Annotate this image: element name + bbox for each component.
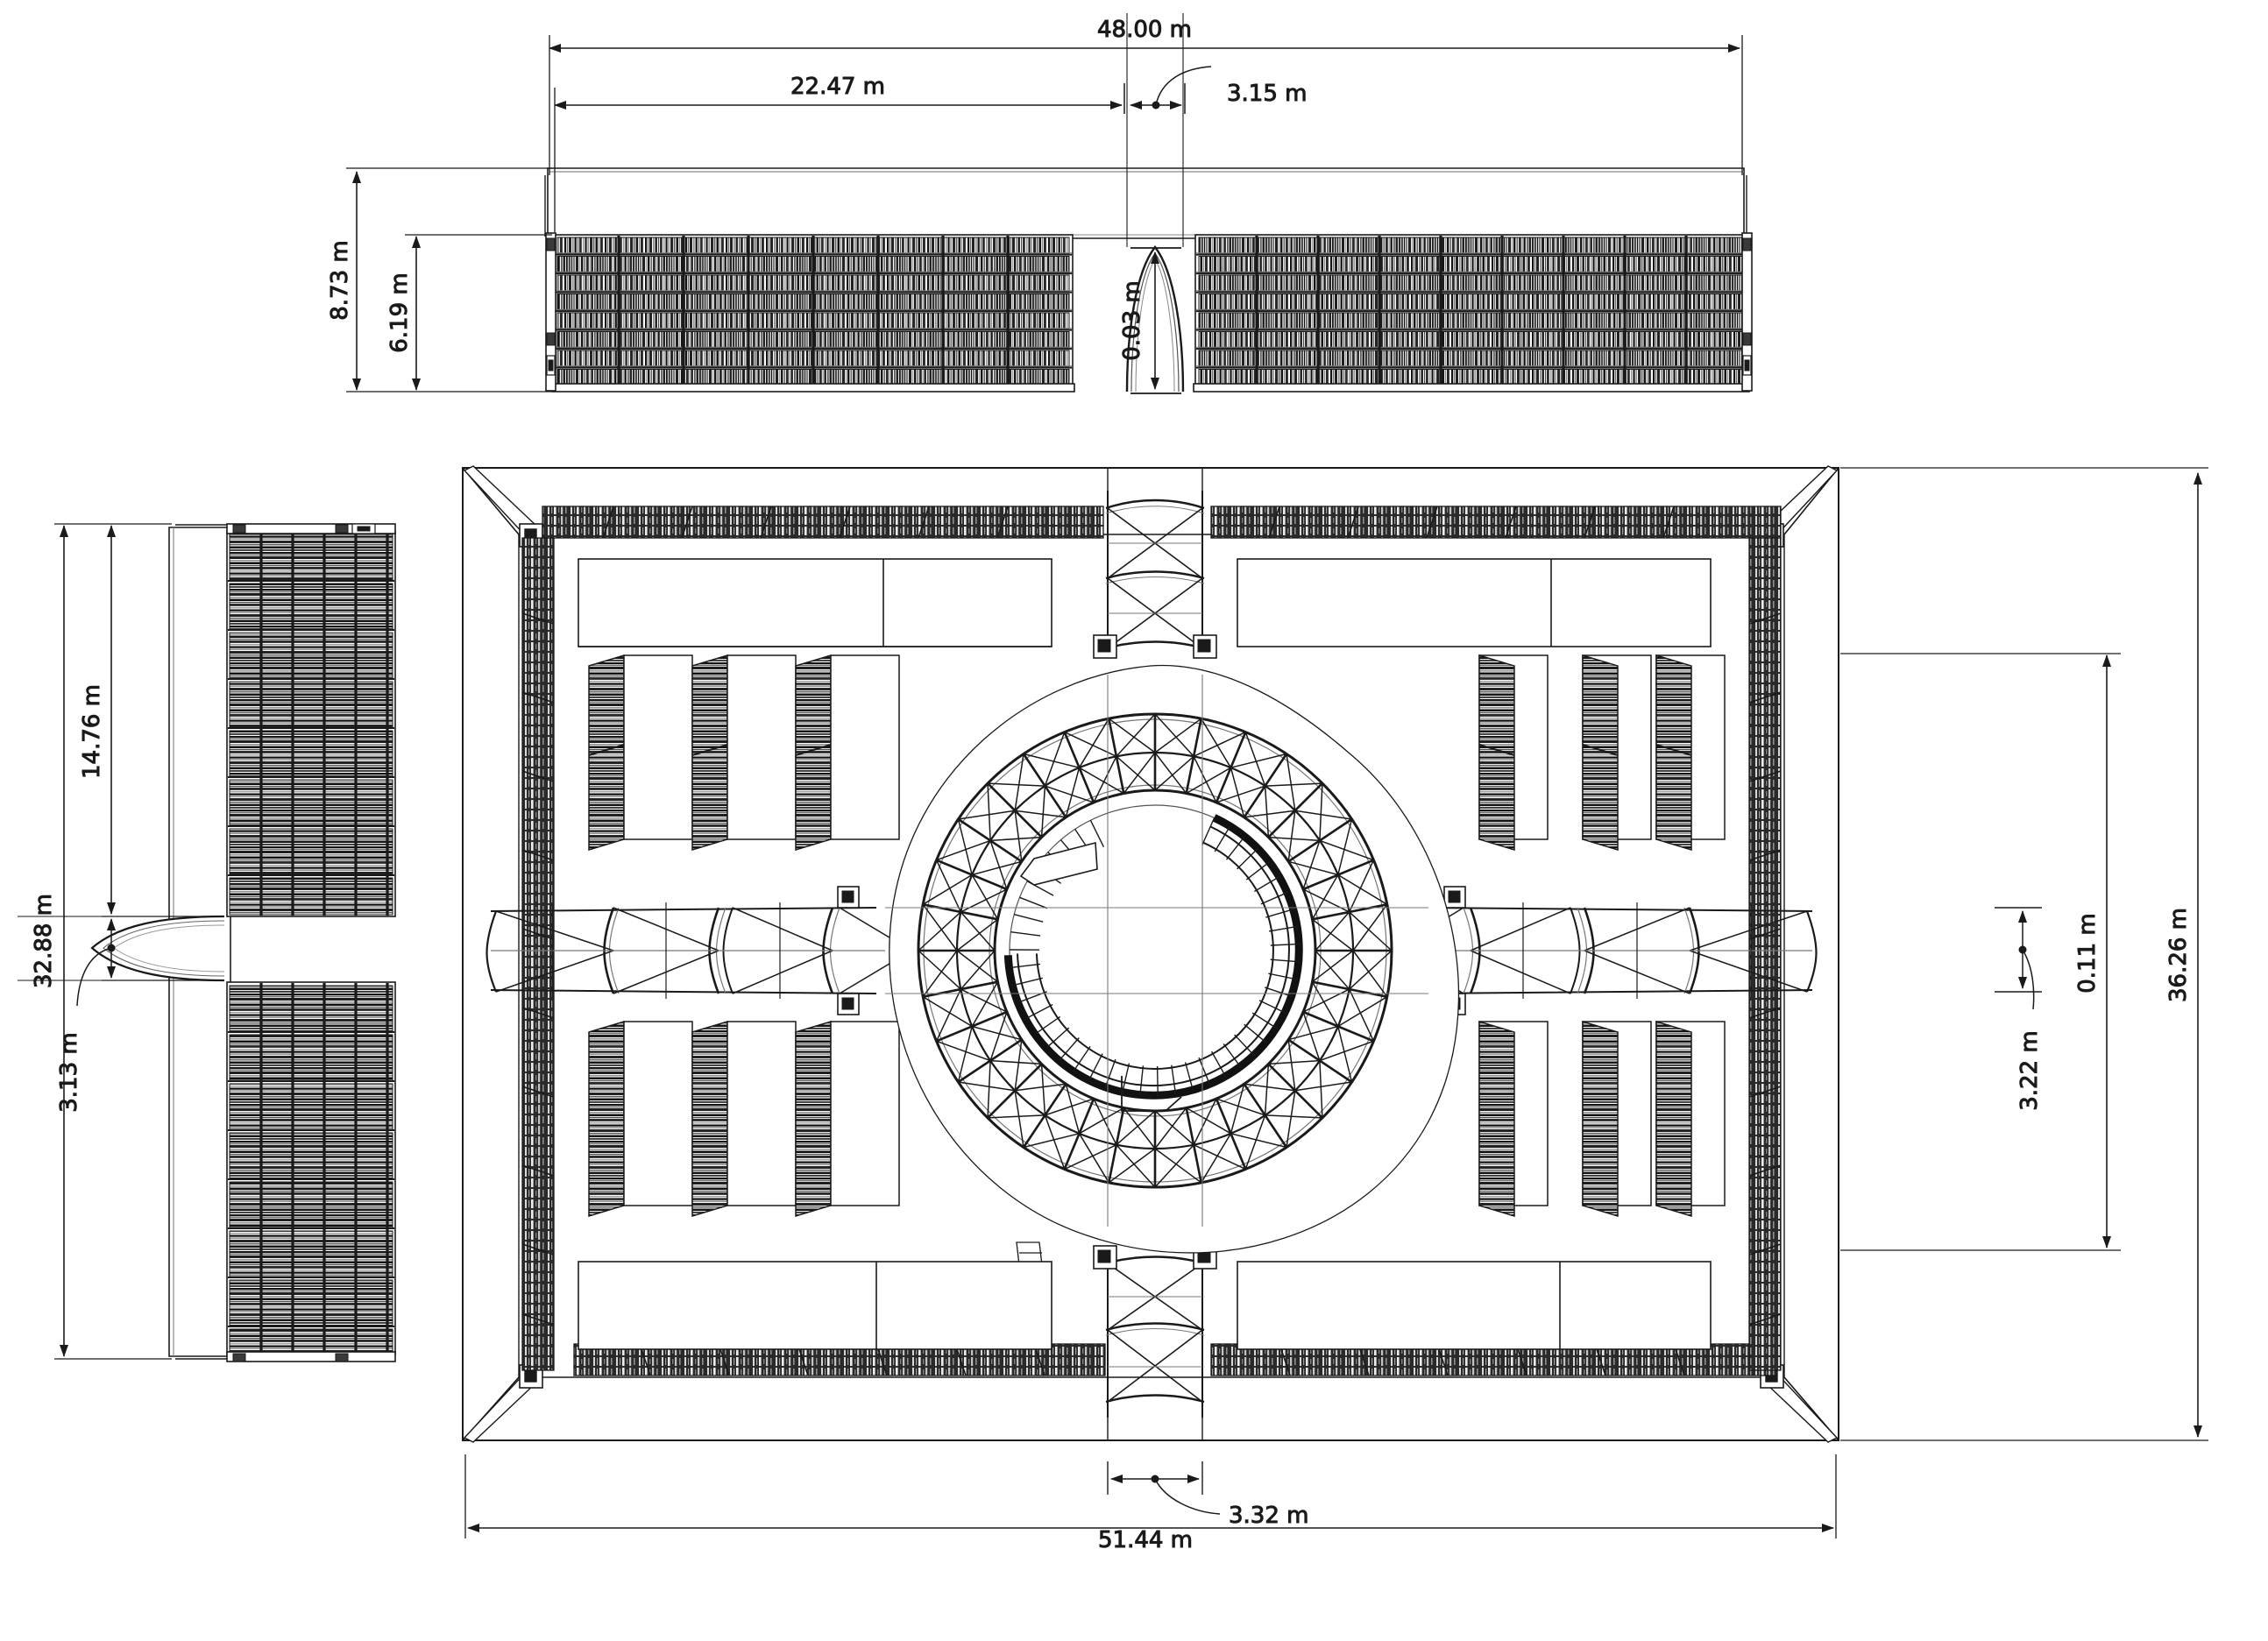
dim-label-elev-shelf-height: 6.19 m	[386, 272, 413, 352]
plan-stacks-bottom-left	[588, 1020, 900, 1218]
dim-label-plan-height: 36.26 m	[2165, 908, 2192, 1002]
dim-label-plan-width: 51.44 m	[1098, 1527, 1193, 1553]
plan-shelf-run-right	[1748, 537, 1782, 1371]
dim-label-side-gap: 3.13 m	[56, 1032, 82, 1112]
plan-dimension-group	[464, 467, 2208, 1538]
roof-plan-view	[462, 465, 1839, 1443]
elevation-right-shelf-block	[1193, 232, 1753, 393]
side-lower-shelf-block	[226, 981, 396, 1362]
plan-tube-corridor-left	[485, 886, 912, 1015]
dim-label-plan-center-gap: 3.32 m	[1229, 1503, 1308, 1529]
plan-stacks-top-left	[588, 654, 900, 852]
dim-label-plan-corridor-width: 3.22 m	[2016, 1030, 2043, 1110]
plan-shelf-run-top	[542, 506, 1782, 539]
plan-tube-corridor-right	[1393, 886, 1818, 1015]
elevation-parapet	[544, 167, 1747, 239]
elevation-dimension-group	[346, 35, 1743, 394]
elevation-left-shelf-block	[545, 232, 1075, 393]
dim-label-elev-arch-height: 0.03 m	[1119, 280, 1145, 360]
side-upper-shelf-block	[226, 523, 396, 917]
dim-label-plan-inner-offset: 0.11 m	[2074, 913, 2101, 993]
plan-block-bottom-left	[578, 1261, 1052, 1350]
dim-label-elev-width: 48.00 m	[1097, 17, 1192, 43]
dim-label-elev-total-height: 8.73 m	[327, 240, 353, 320]
plan-stacks-top-right	[1478, 654, 1726, 852]
dim-label-side-overall: 32.88 m	[31, 894, 57, 988]
plan-block-bottom-right	[1237, 1261, 1712, 1350]
side-dimension-group	[54, 523, 224, 1360]
plan-block-top-left	[578, 558, 1052, 647]
front-elevation-view	[544, 13, 1753, 393]
dim-label-elev-gap: 3.15 m	[1227, 81, 1307, 107]
plan-truss-corridor-bottom	[1093, 1245, 1217, 1440]
plan-stacks-bottom-right	[1478, 1020, 1726, 1218]
plan-shelf-run-left	[521, 537, 555, 1371]
plan-truss-corridor-top	[1093, 468, 1217, 659]
side-elevation-view	[18, 523, 396, 1362]
plan-central-ring	[885, 664, 1460, 1254]
plan-block-top-right	[1237, 558, 1712, 647]
dim-label-side-upper-block: 14.76 m	[79, 684, 105, 779]
dim-label-elev-left-span: 22.47 m	[790, 74, 885, 100]
dimension-labels: 48.00 m 22.47 m 3.15 m 8.73 m 6.19 m 0.0…	[31, 17, 2193, 1554]
